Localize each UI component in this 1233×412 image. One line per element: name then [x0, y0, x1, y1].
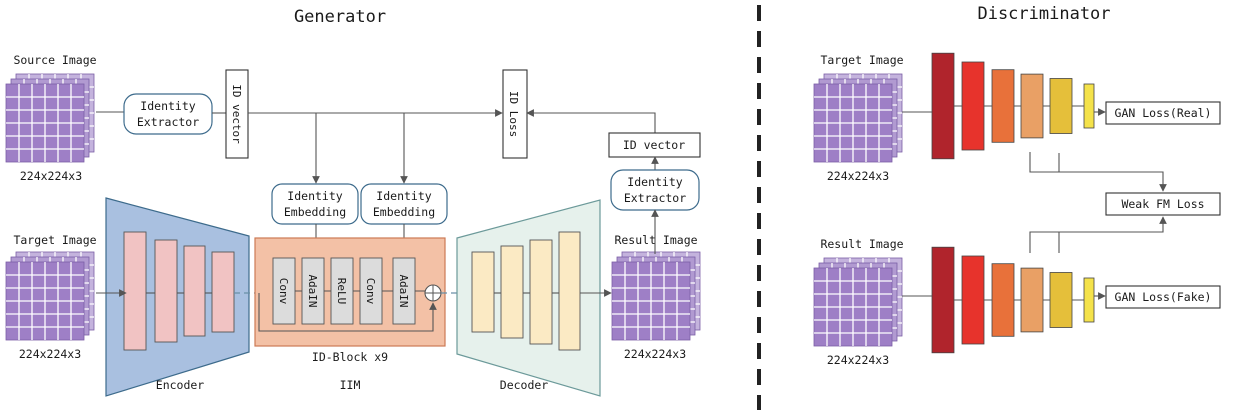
source-image-label: Source Image — [13, 53, 96, 67]
encoder-layer — [123, 231, 147, 351]
identity-embedding-1-box — [271, 183, 359, 225]
gan-loss-fake-box — [1105, 285, 1221, 309]
id-vector-2-text: ID vector — [623, 138, 685, 152]
identity-extractor-box — [123, 93, 213, 135]
iim-layer-label: ReLU — [335, 278, 348, 305]
disc-target-label: Target Image — [820, 53, 903, 67]
generator-title: Generator — [294, 7, 386, 27]
identity-embedding-1-text-1: Identity — [287, 189, 342, 203]
identity-embedding-2-text-1: Identity — [376, 189, 431, 203]
disc-layer — [1049, 78, 1073, 134]
disc-fake-layers — [931, 246, 1095, 354]
id-loss-text: ID Loss — [507, 91, 520, 137]
disc-layer — [1083, 83, 1095, 129]
decoder-layers — [471, 231, 581, 351]
arrow-fake-features-to-fm — [1029, 216, 1167, 253]
disc-real-layers — [931, 52, 1095, 160]
encoder-layers — [123, 231, 235, 351]
disc-layer — [1020, 267, 1044, 333]
disc-layer — [991, 69, 1015, 143]
decoder-layer — [558, 231, 581, 351]
target-image-stack — [5, 251, 95, 341]
iim-layers: Conv AdaIN ReLU Conv AdaIN — [272, 257, 425, 325]
encoder-layer — [211, 251, 235, 333]
discriminator-title: Discriminator — [977, 4, 1110, 24]
result-image-label: Result Image — [614, 233, 697, 247]
iim-layer-label: AdaIN — [306, 274, 319, 307]
id-vector-2-box — [608, 132, 701, 158]
weak-fm-loss-text: Weak FM Loss — [1121, 197, 1204, 211]
source-image-stack — [5, 73, 95, 163]
identity-extractor-text-1: Identity — [140, 99, 195, 113]
disc-layer — [991, 263, 1015, 337]
gan-loss-real-text: GAN Loss(Real) — [1115, 106, 1212, 120]
decoder-label: Decoder — [500, 378, 549, 392]
disc-layer — [1083, 277, 1095, 323]
encoder-layer — [154, 239, 178, 343]
residual-connection — [258, 293, 437, 332]
identity-embedding-1-text-2: Embedding — [284, 205, 346, 219]
identity-embedding-2-text-2: Embedding — [373, 205, 435, 219]
id-loss-box — [502, 69, 528, 159]
disc-layer — [931, 246, 955, 354]
idblock-label: ID-Block x9 — [312, 350, 388, 364]
source-image-size: 224x224x3 — [20, 169, 82, 183]
disc-layer — [1049, 272, 1073, 328]
encoder-layer — [183, 245, 206, 337]
arrow-idvec2-to-idloss — [526, 109, 656, 133]
identity-extractor-2-text-2: Extractor — [624, 191, 686, 205]
disc-layer — [1020, 73, 1044, 139]
identity-extractor-text-2: Extractor — [137, 115, 199, 129]
id-vector-text: ID vector — [230, 84, 243, 144]
target-image-label: Target Image — [13, 233, 96, 247]
decoder-layer — [500, 245, 524, 339]
decoder-layer — [529, 239, 553, 345]
arrow-real-features-to-fm — [1029, 152, 1167, 192]
identity-extractor-2-text-1: Identity — [627, 175, 682, 189]
result-image-size: 224x224x3 — [624, 347, 686, 361]
encoder-label: Encoder — [156, 378, 205, 392]
disc-result-size: 224x224x3 — [827, 353, 889, 367]
id-vector-box — [225, 69, 249, 159]
disc-target-size: 224x224x3 — [827, 169, 889, 183]
disc-layer — [931, 52, 955, 160]
result-image-stack — [611, 251, 701, 341]
weak-fm-loss-box — [1105, 192, 1221, 216]
disc-target-image-stack — [813, 73, 903, 163]
disc-layer — [961, 255, 985, 345]
gan-loss-real-box — [1105, 101, 1221, 125]
gan-loss-fake-text: GAN Loss(Fake) — [1115, 290, 1212, 304]
target-image-size: 224x224x3 — [19, 347, 81, 361]
disc-result-image-stack — [813, 257, 903, 347]
iim-layer-label: Conv — [277, 278, 290, 305]
iim-layer-label: AdaIN — [397, 274, 410, 307]
disc-result-label: Result Image — [820, 237, 903, 251]
iim-layer-label: Conv — [364, 278, 377, 305]
disc-layer — [961, 61, 985, 151]
decoder-layer — [471, 251, 495, 333]
iim-label: IIM — [340, 378, 361, 392]
